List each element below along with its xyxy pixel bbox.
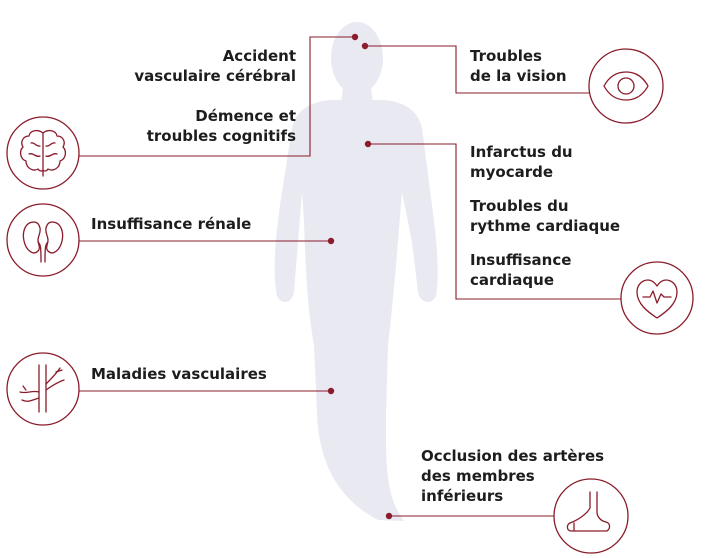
label-dementia-line2: troubles cognitifs bbox=[146, 127, 296, 145]
dot-head bbox=[351, 33, 359, 41]
dot-foot bbox=[385, 512, 393, 520]
eye-icon bbox=[603, 71, 649, 101]
kidney-icon-ring bbox=[6, 203, 80, 277]
label-vision-line2: de la vision bbox=[470, 67, 567, 85]
label-vascular: Maladies vasculaires bbox=[91, 364, 267, 384]
label-stroke: Accident vasculaire cérébral bbox=[134, 46, 296, 86]
heart-icon-ring bbox=[620, 261, 694, 335]
label-rhythm-line2: rythme cardiaque bbox=[470, 217, 621, 235]
label-infarct: Infarctus du myocarde bbox=[470, 142, 573, 182]
label-heart-failure: Insuffisance cardiaque bbox=[470, 250, 571, 290]
label-infarct-line2: myocarde bbox=[470, 163, 554, 181]
body-silhouette bbox=[274, 22, 438, 521]
foot-icon-ring bbox=[553, 478, 629, 554]
label-leg-arteries-line3: inférieurs bbox=[421, 487, 504, 505]
label-rhythm-line1: Troubles du bbox=[470, 197, 569, 215]
dot-heart bbox=[364, 140, 372, 148]
label-renal: Insuffisance rénale bbox=[91, 214, 251, 234]
connector-dots bbox=[327, 33, 393, 520]
label-dementia: Démence et troubles cognitifs bbox=[147, 106, 296, 146]
blood-vessel-icon bbox=[19, 364, 65, 413]
label-leg-arteries-line1: Occlusion des artères bbox=[421, 447, 605, 465]
label-leg-arteries-line2: des membres bbox=[421, 467, 535, 485]
dot-eye bbox=[361, 42, 369, 50]
label-dementia-line1: Démence et bbox=[195, 107, 296, 125]
label-leg-arteries: Occlusion des artères des membres inféri… bbox=[421, 446, 604, 506]
dot-kidney bbox=[327, 237, 335, 245]
label-renal-line1: Insuffisance rénale bbox=[91, 215, 252, 233]
label-vision: Troubles de la vision bbox=[470, 46, 567, 86]
dot-vessel bbox=[327, 387, 335, 395]
connector-brain bbox=[70, 36, 355, 157]
brain-icon bbox=[19, 129, 67, 177]
label-heart-failure-line1: Insuffisance bbox=[470, 251, 572, 269]
eye-icon-ring bbox=[588, 48, 664, 124]
label-vascular-line1: Maladies vasculaires bbox=[91, 365, 267, 383]
connector-eye bbox=[365, 45, 590, 94]
label-infarct-line1: Infarctus du bbox=[470, 143, 573, 161]
label-stroke-line1: Accident bbox=[222, 47, 296, 65]
label-heart-failure-line2: cardiaque bbox=[470, 271, 555, 289]
heart-pulse-icon bbox=[636, 279, 678, 319]
foot-icon bbox=[566, 491, 611, 532]
label-rhythm: Troubles du rythme cardiaque bbox=[470, 196, 620, 236]
kidneys-icon bbox=[22, 221, 64, 263]
label-stroke-line2: vasculaire cérébral bbox=[134, 67, 296, 85]
connector-heart bbox=[368, 143, 622, 300]
connectors bbox=[70, 36, 622, 517]
label-vision-line1: Troubles bbox=[470, 47, 542, 65]
vessel-icon-ring bbox=[6, 352, 80, 426]
